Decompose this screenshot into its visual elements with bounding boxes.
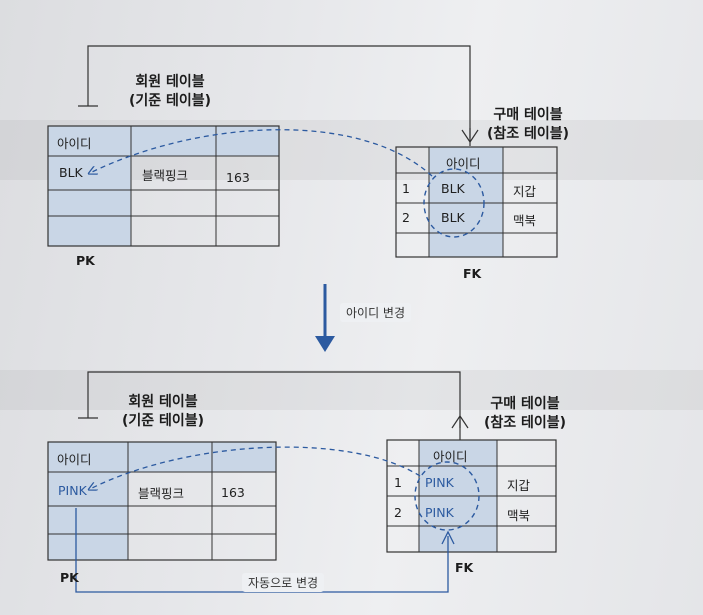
pk-label-top: PK [76, 253, 95, 268]
purchase-table-bottom [386, 439, 557, 553]
purchase-cell-id: PINK [425, 475, 454, 490]
purchase-cell-no: 2 [394, 505, 402, 520]
purchase-cell-item: 맥북 [507, 508, 531, 523]
purchase-table-top [395, 146, 558, 258]
purchase-header-id: 아이디 [446, 156, 481, 171]
fk-label-top: FK [463, 266, 482, 281]
relationship-connector [87, 45, 471, 138]
member-table-bottom [47, 441, 277, 561]
pk-label-bottom: PK [60, 570, 79, 585]
member-cell-name: 블랙핑크 [138, 486, 185, 501]
purchase-cell-no: 1 [394, 475, 402, 490]
member-table-top [47, 125, 280, 247]
purchase-cell-item: 맥북 [513, 213, 537, 228]
purchase-cell-id: BLK [441, 210, 465, 225]
purchase-cell-item: 지갑 [513, 184, 537, 199]
member-cell-count: 163 [226, 170, 250, 185]
auto-change-label: 자동으로 변경 [242, 573, 325, 592]
purchase-cell-item: 지갑 [507, 478, 531, 493]
purchase-cell-id: BLK [441, 181, 465, 196]
member-cell-id: PINK [58, 483, 87, 498]
member-cell-count: 163 [221, 485, 245, 500]
purchase-cell-no: 1 [402, 181, 410, 196]
purchase-cell-no: 2 [402, 210, 410, 225]
purchase-cell-id: PINK [425, 505, 454, 520]
reference-arrow-top [92, 129, 433, 177]
fk-label-bottom: FK [455, 560, 474, 575]
member-table-title-top: 회원 테이블 (기준 테이블) [128, 74, 212, 109]
purchase-header-id: 아이디 [433, 449, 468, 464]
member-cell-name: 블랙핑크 [142, 168, 189, 183]
purchase-table-title-top: 구매 테이블 (참조 테이블) [486, 107, 570, 142]
member-table-title-bottom: 회원 테이블 (기준 테이블) [121, 394, 205, 429]
page-shade-band [0, 370, 703, 410]
member-cell-id: BLK [59, 165, 83, 180]
member-header-id: 아이디 [57, 452, 92, 467]
change-id-label: 아이디 변경 [340, 303, 412, 322]
member-header-id: 아이디 [57, 136, 92, 151]
auto-change-line [75, 508, 449, 593]
purchase-table-title-bottom: 구매 테이블 (참조 테이블) [483, 396, 567, 431]
